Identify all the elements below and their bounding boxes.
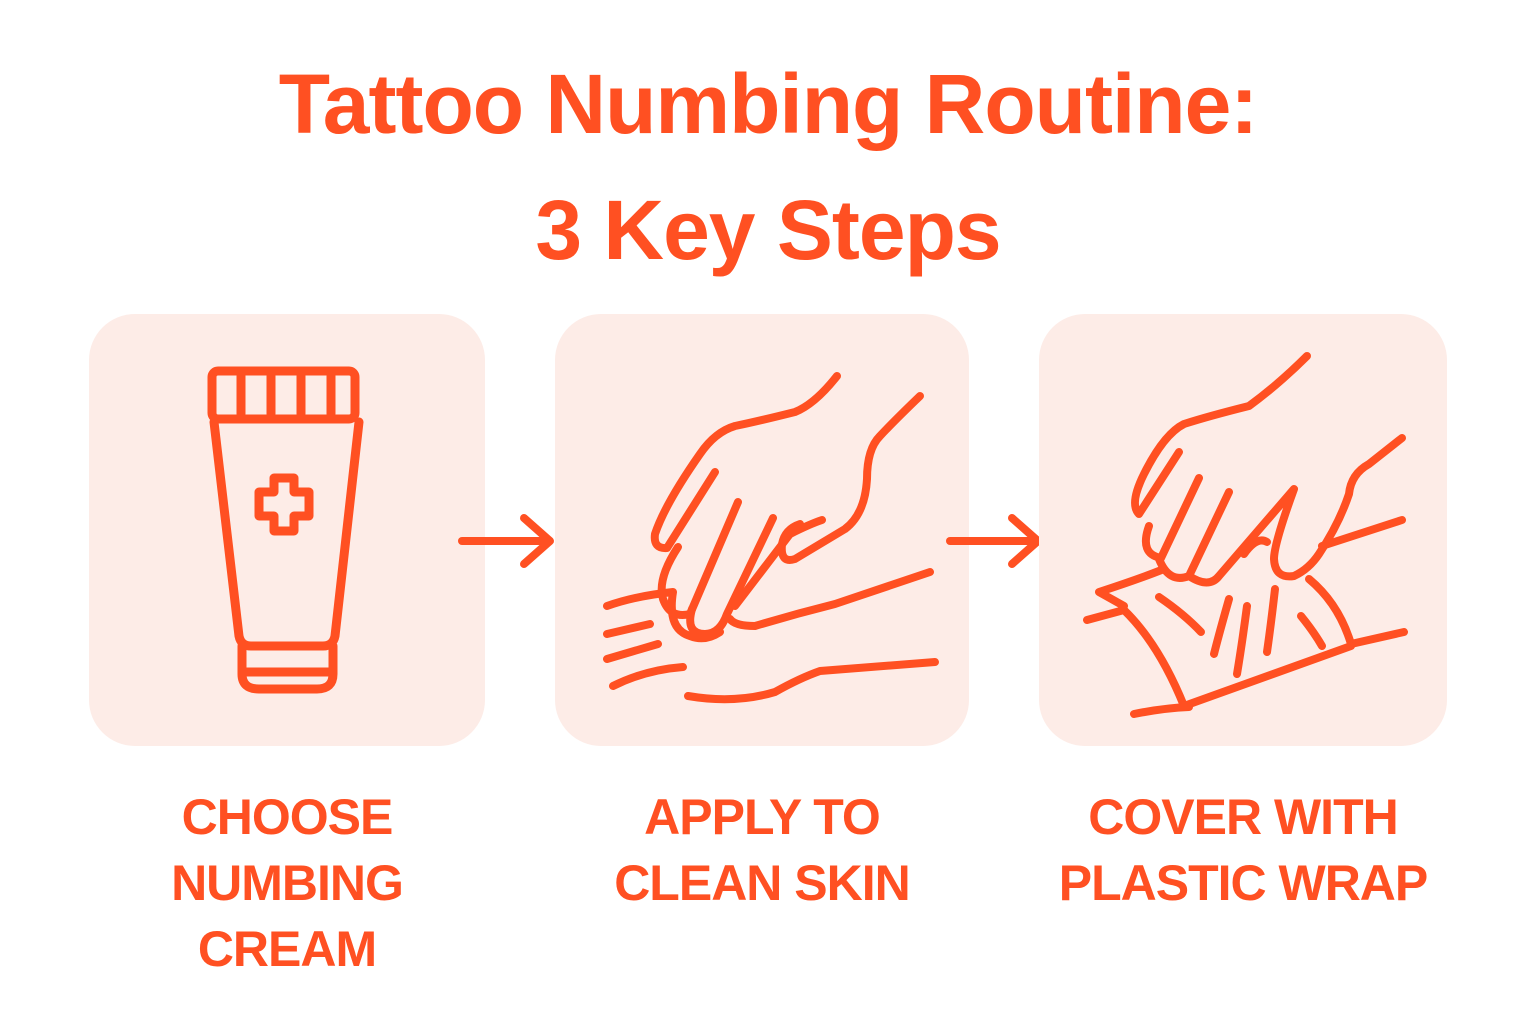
step-2-label-line: CLEAN SKIN [614, 855, 911, 911]
hand-plastic-wrap-icon [1083, 352, 1408, 718]
step-1-label-line: NUMBING [171, 855, 404, 911]
numbing-cream-tube-icon [207, 366, 364, 694]
step-3-label-line: PLASTIC WRAP [1058, 855, 1429, 911]
step-1-label-line: CREAM [197, 921, 377, 977]
hand-applying-cream-icon [603, 372, 939, 704]
step-1-panel [89, 314, 485, 746]
step-1-label: CHOOSE NUMBING CREAM [89, 784, 485, 982]
step-2-label-line: APPLY TO [644, 789, 881, 845]
page-title-line-2: 3 Key Steps [535, 183, 1001, 277]
arrow-right-icon [946, 514, 1042, 568]
step-2-panel [555, 314, 969, 746]
step-3-label-line: COVER WITH [1088, 789, 1398, 845]
step-1-label-line: CHOOSE [181, 789, 394, 845]
arrow-right-icon [458, 514, 554, 568]
step-2-label: APPLY TO CLEAN SKIN [535, 784, 989, 916]
step-3-label: COVER WITH PLASTIC WRAP [1019, 784, 1467, 916]
step-3-panel [1039, 314, 1447, 746]
page-title-line-1: Tattoo Numbing Routine: [278, 57, 1259, 151]
